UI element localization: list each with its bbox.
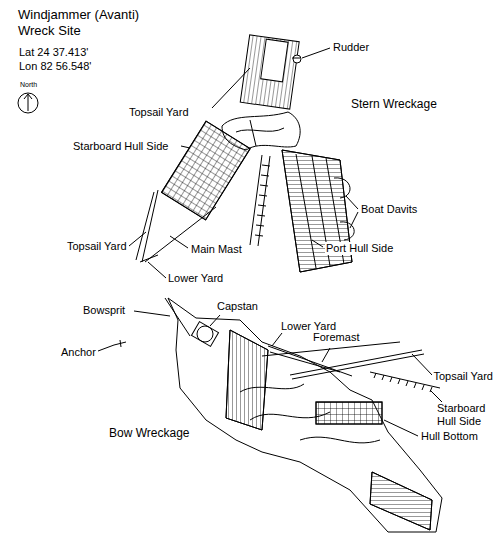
part-label: Topsail Yard [432,370,494,383]
part-label: Foremast [312,331,360,344]
area-label: Stern Wreckage [350,97,438,111]
part-label: Starboard Hull Side [436,402,494,428]
part-label: Starboard Hull Side [72,140,169,153]
north-label: North [19,81,38,89]
map-title: Windjammer (Avanti) Wreck Site [18,7,158,39]
part-label: Main Mast [190,243,243,256]
part-label: Anchor [60,346,97,359]
coordinate: Lon 82 56.548' [18,60,92,73]
part-label: Bowsprit [82,304,126,317]
part-label: Boat Davits [360,203,418,216]
part-label: Lower Yard [167,272,224,285]
part-label: Topsail Yard [128,106,190,119]
part-label: Capstan [216,300,259,313]
part-label: Topsail Yard [66,240,128,253]
area-label: Bow Wreckage [108,426,190,440]
part-label: Rudder [332,41,370,54]
part-label: Hull Bottom [420,430,479,443]
part-label: Port Hull Side [325,242,394,255]
coordinate: Lat 24 37.413' [18,46,89,59]
